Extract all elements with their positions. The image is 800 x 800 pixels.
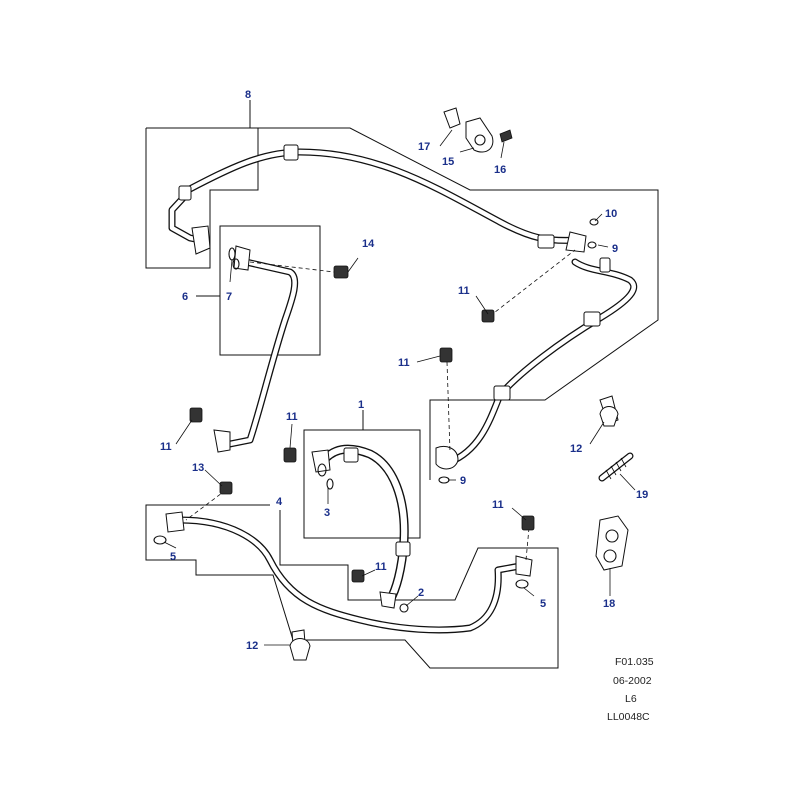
pipe-4-left-end	[165, 511, 185, 533]
pipe-8-union	[565, 231, 587, 253]
figure-reference: F01.035	[615, 656, 654, 668]
o-ring-5-right	[515, 579, 529, 589]
callout-1: 1	[358, 399, 364, 411]
clamp-15	[465, 117, 494, 153]
callout-19: 19	[636, 489, 648, 501]
callout-13: 13	[192, 462, 204, 474]
callout-12-upper: 12	[570, 443, 582, 455]
o-ring-9-lower	[438, 476, 450, 484]
bolt-11-b	[439, 347, 453, 363]
axis-11-right	[525, 527, 530, 561]
callout-11-lower: 11	[375, 561, 387, 573]
return-pipe-sleeve-lower	[493, 385, 511, 401]
callout-17: 17	[418, 141, 430, 153]
callout-9-upper: 9	[612, 243, 618, 255]
group-frame-6	[196, 225, 321, 356]
hose-1-upper-ferrule	[343, 447, 359, 463]
group-frame-8	[145, 100, 659, 480]
callout-8: 8	[245, 89, 251, 101]
pipe-4	[165, 511, 533, 634]
callout-11-upper-right: 11	[458, 285, 470, 297]
leader-lines	[163, 129, 636, 646]
group-frame-1	[303, 410, 421, 539]
o-ring-9-upper	[587, 241, 597, 249]
axis-13	[185, 489, 227, 521]
figure-date: 06-2002	[613, 675, 652, 687]
spiral-guard-19	[598, 452, 634, 482]
pipe-8	[168, 144, 587, 255]
callout-11-hose: 11	[286, 411, 298, 423]
bolt-14	[333, 257, 359, 279]
callout-2: 2	[418, 587, 424, 599]
hose-1-banjo	[311, 449, 331, 473]
bolt-11-d	[283, 447, 297, 463]
screw-16	[499, 129, 513, 143]
washer-2	[399, 603, 409, 613]
callout-11-mid: 11	[398, 357, 410, 369]
pipe-8-end-cap	[178, 185, 192, 201]
pipe-6	[213, 245, 299, 453]
axis-11-mid	[446, 361, 451, 453]
return-pipe-sleeve	[583, 311, 601, 327]
callout-11-right: 11	[492, 499, 504, 511]
double-clamp-18	[595, 515, 629, 571]
hose-1-lower-ferrule	[395, 541, 411, 557]
engine-code: L6	[625, 693, 637, 705]
pipe-6-flange	[233, 245, 251, 271]
callout-9-lower: 9	[460, 475, 466, 487]
callout-10: 10	[605, 208, 617, 220]
hose-1-lower-end	[379, 591, 397, 609]
callout-4: 4	[276, 496, 283, 508]
clamp-12-lower	[289, 629, 311, 661]
bolt-11-e	[351, 569, 365, 583]
bolt-11-c	[189, 407, 203, 423]
callout-18: 18	[603, 598, 615, 610]
callout-5-left: 5	[170, 551, 176, 563]
clip-17	[443, 107, 461, 129]
bolt-11-a	[481, 309, 495, 323]
callout-11-left: 11	[160, 441, 172, 453]
callout-14: 14	[362, 238, 375, 250]
pipe-8-sleeve	[283, 144, 299, 161]
return-pipe-banjo	[435, 446, 459, 470]
o-ring-5-left	[153, 535, 167, 545]
group-frame-4	[145, 504, 559, 669]
hose-1	[311, 444, 411, 609]
pipe-return-right	[435, 257, 638, 470]
pipe-4-right-end	[515, 555, 533, 577]
axis-14	[249, 261, 335, 273]
callout-3: 3	[324, 507, 330, 519]
return-pipe-cap	[599, 257, 611, 273]
callout-12-lower: 12	[246, 640, 258, 652]
pipe-6-end	[213, 429, 231, 453]
o-ring-3	[317, 463, 334, 490]
pipe-8-bracket	[191, 225, 211, 255]
clamp-12-upper	[599, 395, 619, 427]
callout-6: 6	[182, 291, 188, 303]
callout-15: 15	[442, 156, 454, 168]
callout-5-right: 5	[540, 598, 546, 610]
o-ring-10	[589, 218, 599, 226]
pipe-8-sleeve-right	[537, 234, 555, 249]
callout-7: 7	[226, 291, 232, 303]
bolt-13	[219, 481, 233, 495]
illustration-code: LL0048C	[607, 711, 650, 723]
axis-11-upper	[489, 249, 576, 317]
callout-16: 16	[494, 164, 506, 176]
